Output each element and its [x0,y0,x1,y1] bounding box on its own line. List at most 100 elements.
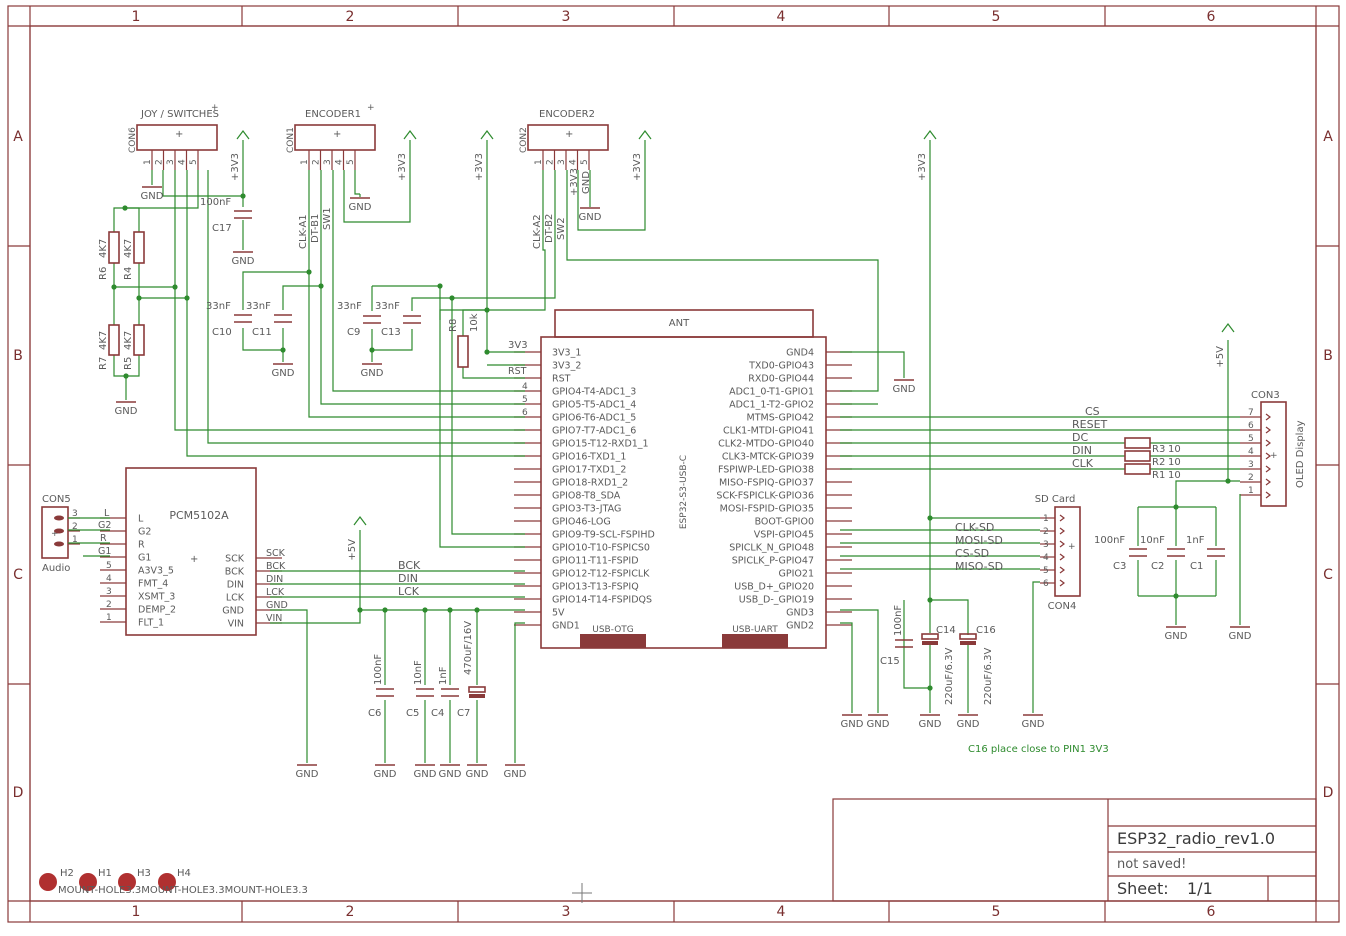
row-label-a: A [13,129,23,145]
esp32-pin-label: GPIO4-T4-ADC1_3 [552,387,636,398]
c2-value: 10nF [1140,535,1165,546]
usb-uart-port [722,634,788,648]
esp32-pin-label: GPIO13-T13-FSPIQ [552,582,639,593]
col-label-6: 6 [1207,904,1216,920]
esp32-pin-label: USB_D-_GPIO19 [739,595,814,606]
r6-ref: R6 [98,267,109,280]
gnd-symbol-label: GND [439,769,462,780]
pcm-pin-label: R [138,540,145,551]
pcm-pin-label: FLT_1 [138,618,164,629]
pcm-pin-label: VIN [228,619,244,630]
c15-ref: C15 [880,656,900,667]
r7-ref: R7 [98,357,109,370]
esp32-pin-label: 3V3_2 [552,361,581,372]
esp32-pin-label: GND1 [552,621,580,632]
esp32-pin-label: 5V [552,608,565,619]
hole-h3 [118,873,136,891]
usb-otg-label: USB-OTG [592,625,634,635]
net-sw1: SW1 [322,207,333,230]
con6-ref: CON6 [128,127,138,153]
c7-value: 470uF/16V [463,621,474,675]
esp32-pin-label: MTMS-GPIO42 [747,413,814,424]
esp32-pin-label: GPIO46-LOG [552,517,611,528]
connector-pin-number: 4 [178,159,188,165]
r7-value: 4K7 [98,331,109,350]
row-label-c: C [1323,567,1333,583]
row-label-d: D [1323,785,1334,801]
esp32-pin-label: ADC1_1-T2-GPIO2 [729,400,814,411]
wires [68,140,1241,763]
gnd-symbol-label: GND [232,256,255,267]
c10-ref: C10 [212,327,232,338]
net-clk: CLK [1072,457,1094,470]
connector-pin-number: 4 [569,159,579,165]
row-label-b: B [13,348,23,364]
gnd-symbol-label: GND [296,769,319,780]
row-label-b: B [1323,348,1333,364]
col-label-2: 2 [346,904,355,920]
power-symbol-label: +3V3 [569,168,580,196]
c15-value: 100nF [893,605,904,636]
pcm-pin-number: 4 [106,574,112,584]
pcm5102a-module[interactable]: PCM5102A + LG2RG1A3V3_55FMT_44XSMT_33DEM… [100,467,288,636]
esp32-pin-label: GPIO8-T8_SDA [552,491,621,502]
c14-value: 220uF/6.3V [944,648,955,705]
pcm-pin-label: XSMT_3 [138,592,175,603]
pcm-pin-label: LCK [226,593,245,604]
esp32-pin-label: RST [552,374,571,385]
row-label-c: C [13,567,23,583]
origin-mark: + [367,103,375,113]
resistors: R6 4K7 R4 4K7 R7 4K7 R5 4K7 R8 10k R3 10… [98,231,1181,481]
c3-value: 100nF [1094,535,1125,546]
usb-otg-port [580,634,646,648]
net-dt-b1: DT-B1 [310,214,321,243]
origin-mark: + [565,129,573,140]
row-labels: A B C D A B C D [13,129,1334,801]
pcm-pin-label: FMT_4 [138,579,168,590]
esp32-pin-label: GPIO12-T12-FSPICLK [552,569,650,580]
pcm-pin-net: LCK [266,587,285,598]
connector-pin-number: 1 [72,535,78,545]
c1-ref: C1 [1190,561,1203,572]
resistor-r4 [133,231,145,264]
connector-con5-audio[interactable]: CON5 Audio + 321 [41,494,80,574]
column-labels-bottom: 1 2 3 4 5 6 [132,904,1216,920]
title-block-status: not saved! [1117,857,1186,872]
title-block-sheet-label: Sheet: [1117,879,1169,898]
origin-mark: + [51,529,59,539]
net-bck: BCK [398,559,421,572]
capacitors: 100nF C17 33nF 33nF C10 C11 33nF 33nF C9… [200,197,1225,719]
gnd-symbol-label: GND [272,368,295,379]
net-mosi-sd: MOSI-SD [955,534,1003,547]
origin-mark: + [1270,451,1278,461]
gnd-symbol-label: GND [1229,631,1252,642]
junction-dots [111,193,1231,691]
pcm-origin-mark: + [190,554,198,565]
esp32-pin-label: GND3 [786,608,814,619]
esp32-pin-label: GPIO11-T11-FSPID [552,556,639,567]
c5-value: 10nF [413,660,424,685]
esp32-pin-label: GPIO10-T10-FSPICS0 [552,543,650,554]
c5-ref: C5 [406,708,419,719]
net-3v3: 3V3 [508,340,528,351]
gnd-symbol-label: GND [504,769,527,780]
col-label-4: 4 [777,9,786,25]
power-symbol-label: +3V3 [917,153,928,181]
con6-value: JOY / SWITCHES [140,109,219,120]
gnd-symbol-label: GND [919,719,942,730]
esp32-module[interactable]: ANT USB-OTG USB-UART ESP32-S3-USB-C 3V3_… [514,309,852,649]
col-label-5: 5 [992,904,1001,920]
pcm-pin-label: G1 [138,553,151,564]
origin-mark: + [333,129,341,140]
pcm-part-name: PCM5102A [169,509,229,522]
power-symbol-label: +5V [347,539,358,561]
col-label-1: 1 [132,9,141,25]
